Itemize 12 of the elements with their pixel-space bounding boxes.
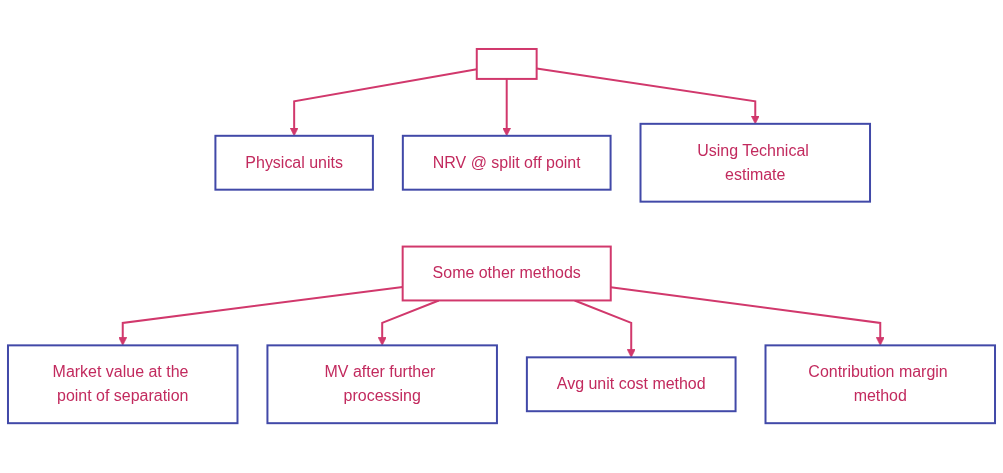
node-box: NRV @ split off point — [401, 135, 612, 192]
node-box — [475, 48, 538, 81]
arrow — [502, 78, 512, 137]
node-box: Market value at the point of separation — [7, 344, 239, 425]
node-box: Physical units — [214, 135, 374, 192]
node-box: Contribution margin method — [764, 344, 996, 425]
node-box: Using Technical estimate — [639, 123, 871, 204]
arrow — [377, 299, 440, 347]
node-box: Some other methods — [401, 245, 612, 302]
node-box: Avg unit cost method — [525, 356, 737, 413]
arrow — [573, 299, 636, 359]
node-box: MV after further processing — [266, 344, 498, 425]
